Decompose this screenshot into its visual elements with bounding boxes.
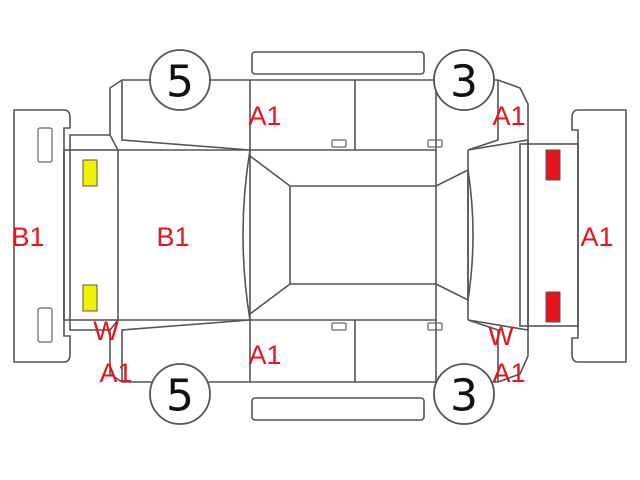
code-rear-bumper: B1 xyxy=(11,222,44,252)
front-bumper xyxy=(571,109,627,363)
code-trunk: B1 xyxy=(156,222,189,252)
code-front-right-top: A1 xyxy=(492,101,525,131)
front-lamp-bottom xyxy=(545,291,561,323)
side-rail-bottom xyxy=(251,397,425,421)
svg-text:3: 3 xyxy=(450,371,478,422)
rear-lamp-bottom xyxy=(82,284,98,312)
wheel-bottom-left: 5 xyxy=(149,363,211,425)
side-rail-top xyxy=(251,51,425,75)
rear-lamp-top xyxy=(82,159,98,187)
code-rear-lower-w: W xyxy=(93,316,119,346)
wheel-top-left: 5 xyxy=(149,49,211,111)
svg-text:5: 5 xyxy=(166,57,194,108)
wheel-bottom-right: 3 xyxy=(433,363,495,425)
svg-text:3: 3 xyxy=(450,57,478,108)
code-rear-lower-a: A1 xyxy=(99,358,132,388)
code-front-lower-w: W xyxy=(488,321,514,351)
rear-bumper xyxy=(13,109,71,363)
code-front-lower-a: A1 xyxy=(492,358,525,388)
car-body xyxy=(63,79,579,383)
code-roof-top: A1 xyxy=(248,101,281,131)
front-lamp-top xyxy=(545,149,561,181)
svg-text:5: 5 xyxy=(166,371,194,422)
code-roof-bottom: A1 xyxy=(248,340,281,370)
wheel-top-right: 3 xyxy=(433,49,495,111)
code-front-bumper: A1 xyxy=(580,222,613,252)
